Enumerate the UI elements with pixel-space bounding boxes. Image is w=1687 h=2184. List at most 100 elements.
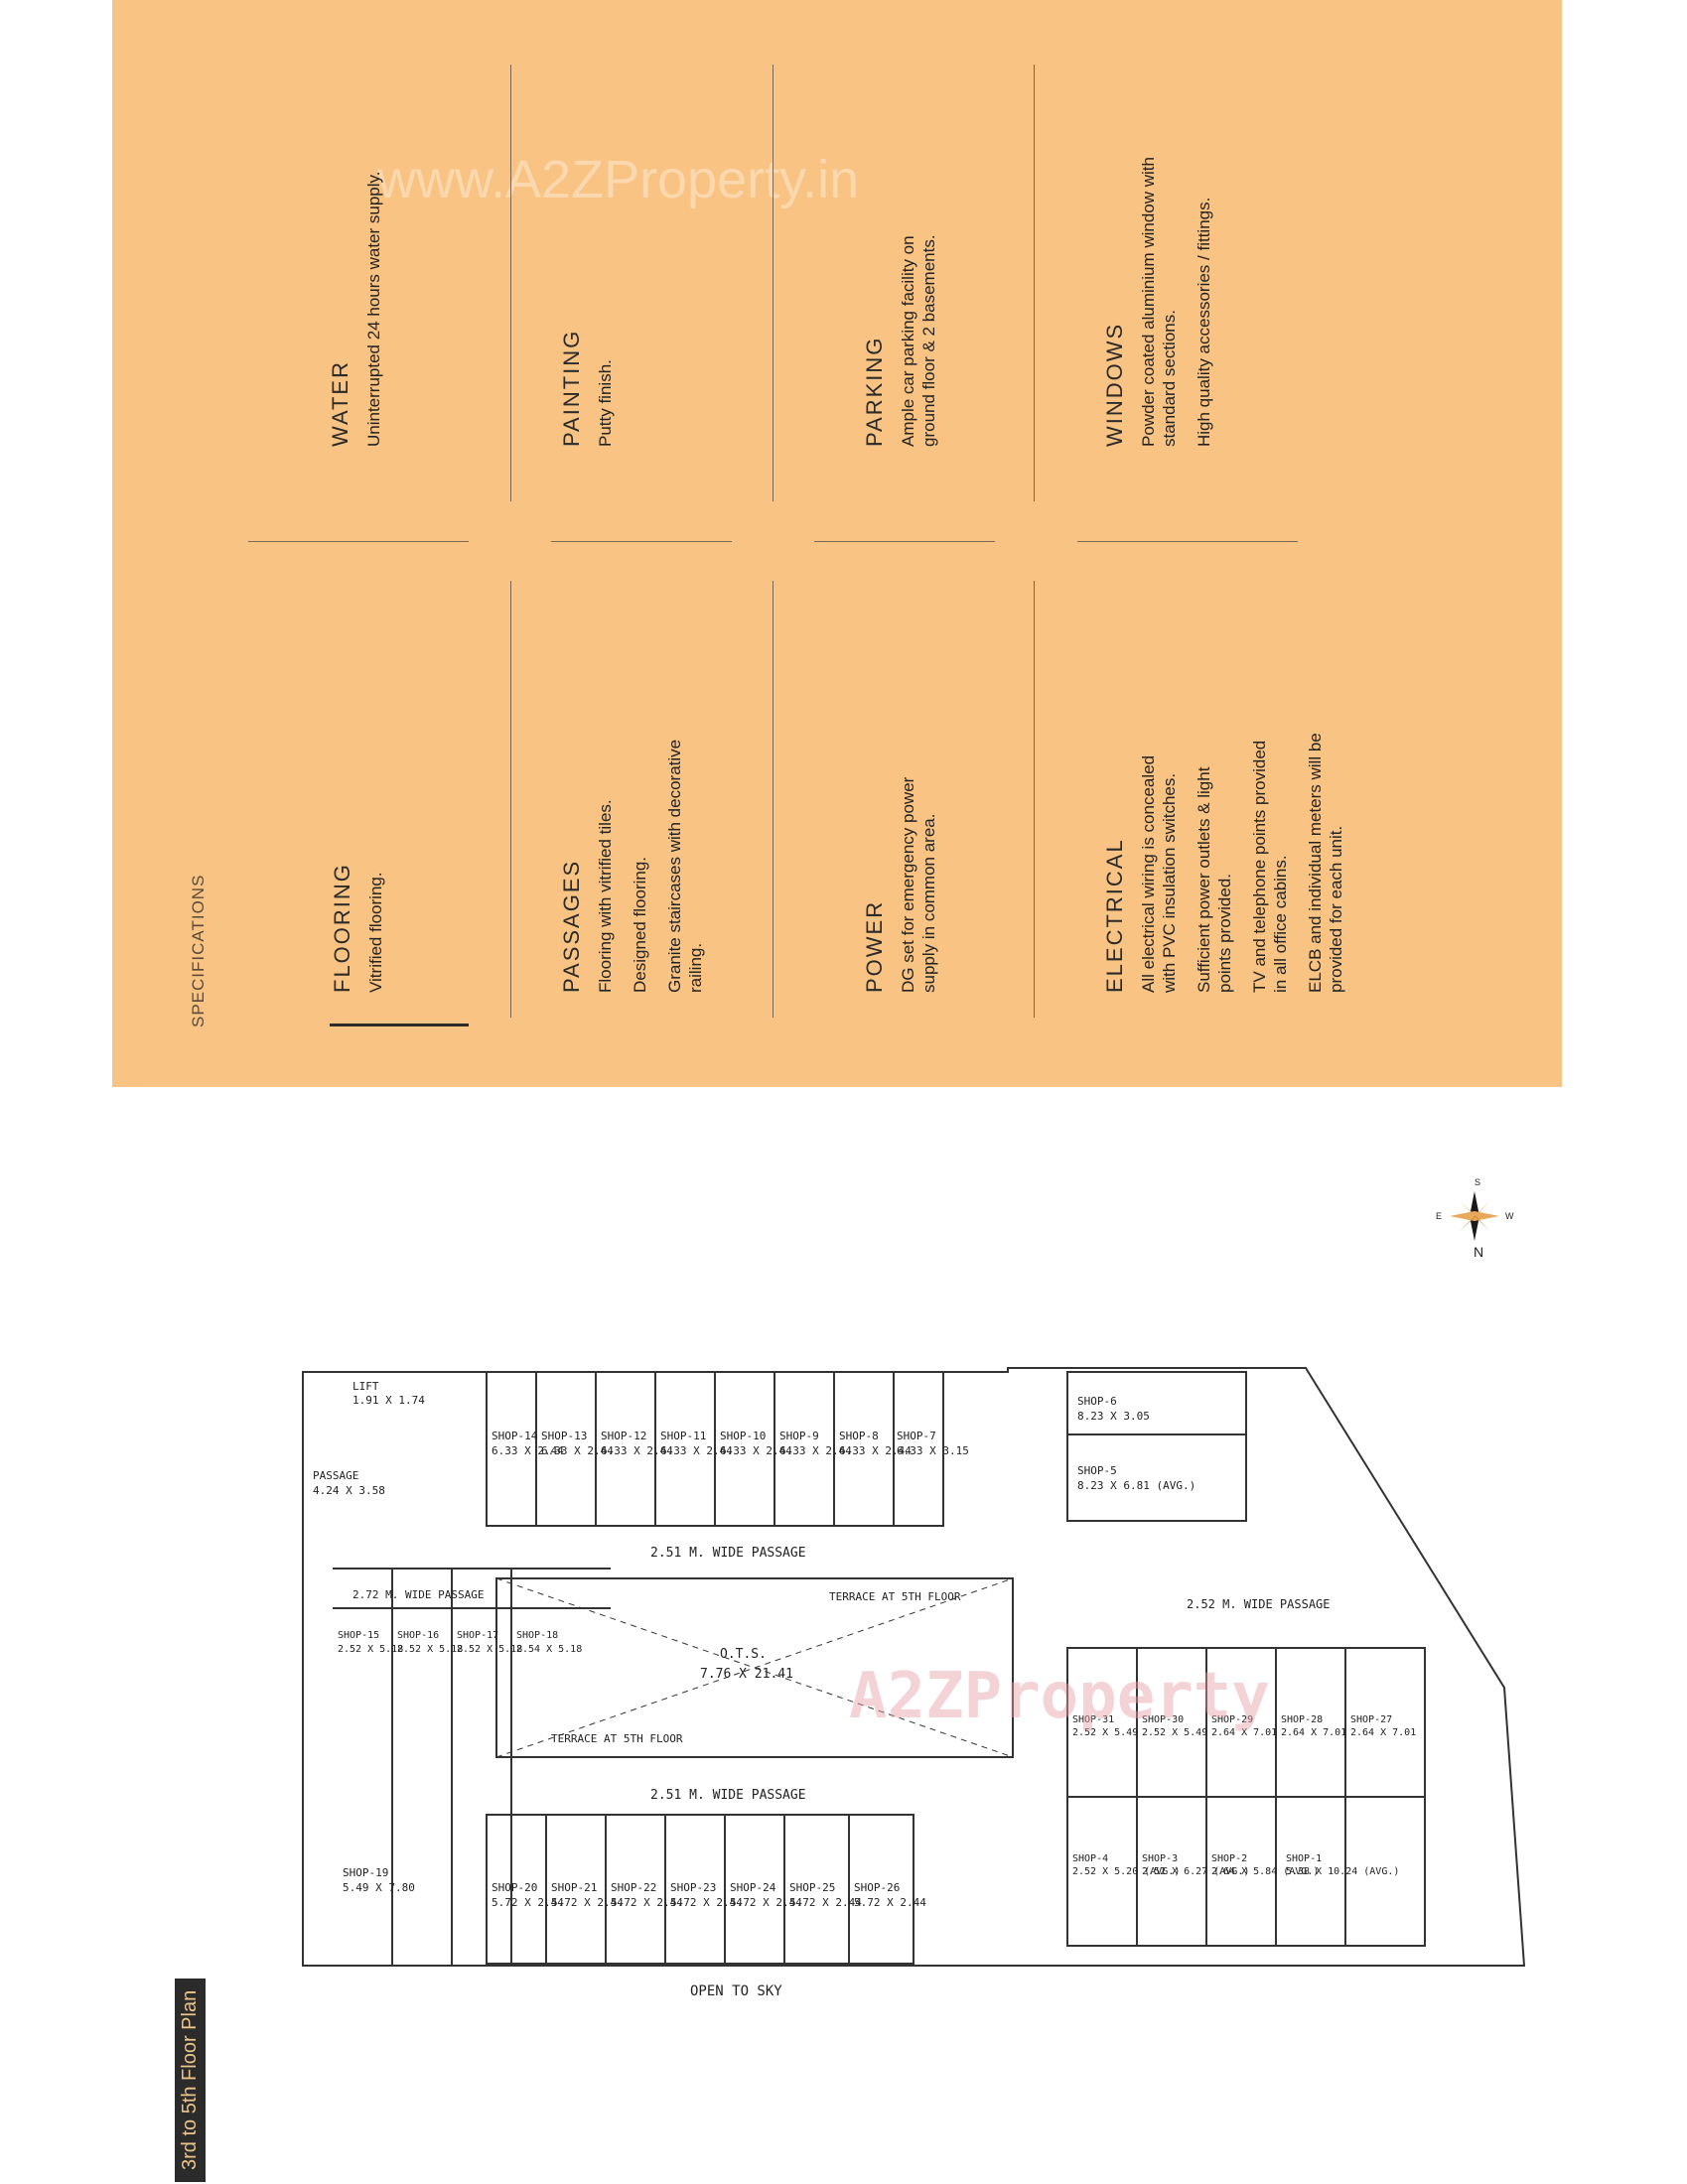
shop-size: 6.33 X 2.44: [660, 1444, 733, 1457]
compass-e: E: [1436, 1211, 1442, 1221]
shop-name: SHOP-23: [670, 1881, 716, 1894]
compass-s: S: [1475, 1177, 1480, 1187]
spec-title: WATER: [328, 360, 352, 447]
spec-passages: PASSAGES Flooring with vitrified tiles. …: [559, 740, 706, 993]
shop-name: SHOP-8: [839, 1430, 879, 1442]
shop-size: 2.52 X 6.27 (AVG.): [1142, 1866, 1249, 1877]
shop-size: 2.64 X 5.84 (AVG.): [1211, 1866, 1319, 1877]
shop-size: 5.72 X 2.44: [492, 1896, 564, 1909]
spec-line: TV and telephone points provided: [1250, 740, 1269, 993]
spec-title: WINDOWS: [1102, 322, 1127, 447]
shop-size: 2.64 X 7.01: [1211, 1727, 1277, 1738]
shop-name: SHOP-11: [660, 1430, 706, 1442]
shop-size: 6.33 X 2.44: [839, 1444, 912, 1457]
shop-size: 6.33 X 2.44: [492, 1444, 564, 1457]
passage-label: 2.51 M. WIDE PASSAGE: [650, 1788, 806, 1803]
accent-bar: [330, 1024, 469, 1026]
ots-size: 7.76 X 21.41: [700, 1667, 793, 1682]
shop-size: 2.52 X 5.49: [1072, 1727, 1138, 1738]
terrace-label: TERRACE AT 5TH FLOOR: [551, 1732, 683, 1745]
shop-size: 5.72 X 2.44: [551, 1896, 624, 1909]
ots-label: O.T.S.: [720, 1647, 767, 1662]
spec-painting: PAINTING Putty finish.: [559, 330, 616, 447]
column-divider: [1034, 581, 1035, 1018]
shop-size: 5.72 X 2.44: [670, 1896, 743, 1909]
shop-name: SHOP-13: [541, 1430, 587, 1442]
spec-line: with PVC insulation switches.: [1160, 772, 1179, 993]
spec-line: points provided.: [1215, 873, 1234, 993]
shop-size: 6.33 X 2.44: [601, 1444, 673, 1457]
shop-name: SHOP-15: [338, 1630, 379, 1641]
shop-name: SHOP-25: [789, 1881, 835, 1894]
open-to-sky-label: OPEN TO SKY: [690, 1983, 782, 1999]
lift-size: 1.91 X 1.74: [352, 1394, 425, 1407]
specifications-panel: [112, 0, 1562, 1087]
shop-name: SHOP-18: [516, 1630, 558, 1641]
shop-size: 6.33 X 2.44: [541, 1444, 614, 1457]
passage-label: 2.52 M. WIDE PASSAGE: [1187, 1597, 1331, 1611]
shop-name: SHOP-26: [854, 1881, 900, 1894]
shop-name: SHOP-22: [611, 1881, 656, 1894]
passage-size: 4.24 X 3.58: [313, 1484, 385, 1497]
row-divider: [248, 541, 469, 542]
shop-name: SHOP-9: [779, 1430, 819, 1442]
floor-plan-title: 3rd to 5th Floor Plan: [175, 1978, 206, 2182]
shop-name: SHOP-7: [897, 1430, 936, 1442]
shop-name: SHOP-29: [1211, 1714, 1253, 1725]
shop-size: 2.64 X 7.01: [1350, 1727, 1416, 1738]
row-divider: [1077, 541, 1298, 542]
shop-name: SHOP-27: [1350, 1714, 1392, 1725]
shop-name: SHOP-20: [492, 1881, 537, 1894]
brand-logo: A2ZProperty: [849, 1660, 1270, 1733]
shop-name: SHOP-14: [492, 1430, 538, 1442]
compass-n: N: [1474, 1244, 1483, 1260]
spec-line: Putty finish.: [596, 359, 615, 447]
shop-name: SHOP-28: [1281, 1714, 1323, 1725]
spec-windows: WINDOWS Powder coated aluminium window w…: [1102, 157, 1214, 447]
spec-line: railing.: [686, 942, 705, 993]
spec-power: POWER DG set for emergency power supply …: [862, 777, 939, 993]
shop-name: SHOP-6: [1077, 1395, 1117, 1408]
shop-name: SHOP-10: [720, 1430, 766, 1442]
spec-parking: PARKING Ample car parking facility on gr…: [862, 234, 939, 447]
shop-name: SHOP-4: [1072, 1853, 1108, 1864]
shop-name: SHOP-5: [1077, 1464, 1117, 1477]
shop-size: 8.23 X 6.81 (AVG.): [1077, 1479, 1195, 1492]
passage-label: PASSAGE: [313, 1469, 358, 1482]
spec-line: Powder coated aluminium window with: [1139, 157, 1158, 447]
spec-line: Flooring with vitrified tiles.: [596, 799, 615, 993]
shop-size: 5.72 X 2.44: [730, 1896, 802, 1909]
shop-size: 5.49 X 7.80: [343, 1881, 415, 1894]
spec-title: PARKING: [862, 336, 887, 447]
spec-line: ground floor & 2 basements.: [919, 234, 938, 447]
shop-size: 6.33 X 2.44: [779, 1444, 852, 1457]
floor-plan: 2.51 M. WIDE PASSAGE 2.51 M. WIDE PASSAG…: [302, 1367, 1526, 1999]
shop-name: SHOP-16: [397, 1630, 439, 1641]
spec-line: standard sections.: [1160, 310, 1179, 447]
shop-name: SHOP-17: [457, 1630, 498, 1641]
spec-title: PAINTING: [559, 329, 584, 447]
shop-size: 2.52 X 5.18: [338, 1644, 403, 1655]
shop-name: SHOP-31: [1072, 1714, 1114, 1725]
spec-title: POWER: [862, 899, 887, 993]
shop-size: 6.33 X 2.44: [720, 1444, 792, 1457]
shop-size: 5.38 X 10.24 (AVG.): [1286, 1866, 1399, 1877]
spec-line: ELCB and individual meters will be: [1306, 733, 1325, 993]
column-divider: [1034, 65, 1035, 501]
shop-name: SHOP-2: [1211, 1853, 1247, 1864]
spec-title: PASSAGES: [559, 859, 584, 993]
shop-size: 2.52 X 5.20 (AVG.): [1072, 1866, 1180, 1877]
spec-flooring: FLOORING Vitrified flooring.: [330, 863, 469, 1026]
spec-line: supply in common area.: [919, 813, 938, 993]
shop-name: SHOP-3: [1142, 1853, 1178, 1864]
spec-title: ELECTRICAL: [1102, 838, 1127, 993]
spec-line: Ample car parking facility on: [899, 235, 917, 447]
lift-label: LIFT: [352, 1380, 379, 1393]
spec-line: All electrical wiring is concealed: [1139, 754, 1158, 993]
shop-size: 5.72 X 2.44: [789, 1896, 862, 1909]
spec-line: Sufficient power outlets & light: [1195, 766, 1213, 993]
compass-icon: N S E W: [1436, 1177, 1514, 1260]
spec-line: High quality accessories / fittings.: [1195, 197, 1213, 447]
spec-line: Uninterrupted 24 hours water supply.: [364, 171, 383, 447]
shop-name: SHOP-21: [551, 1881, 597, 1894]
